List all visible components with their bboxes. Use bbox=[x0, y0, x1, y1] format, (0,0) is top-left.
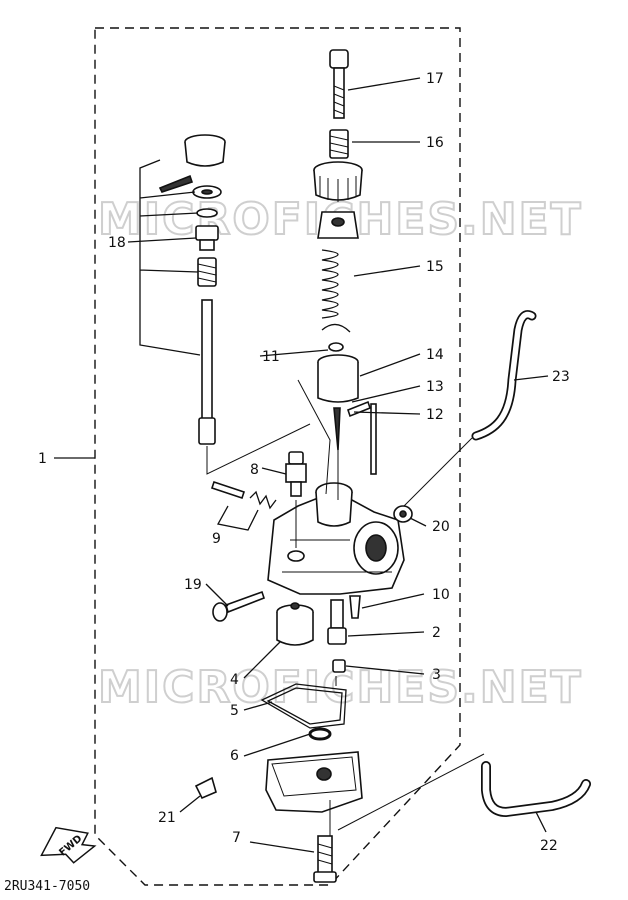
bracket-18 bbox=[139, 159, 201, 356]
part-cap bbox=[317, 211, 359, 239]
part-19-screw bbox=[212, 590, 265, 622]
part-6-oring bbox=[308, 727, 332, 741]
part-21-drain bbox=[194, 776, 217, 800]
part-11-clip bbox=[321, 323, 351, 352]
callout-21: 21 bbox=[158, 810, 176, 826]
part-spring-left bbox=[197, 257, 217, 287]
part-10-jet bbox=[349, 595, 361, 619]
callout-14: 14 bbox=[426, 347, 444, 363]
part-3-mainjet bbox=[332, 659, 346, 673]
part-7-screw bbox=[313, 835, 337, 883]
part-9-airscrew bbox=[210, 480, 277, 510]
callout-1: 1 bbox=[38, 451, 47, 467]
part-13-needle bbox=[333, 407, 341, 451]
part-starter-plunger bbox=[198, 299, 216, 445]
callout-17: 17 bbox=[426, 71, 444, 87]
part-float-bowl bbox=[265, 751, 363, 813]
part-cap-left bbox=[184, 134, 226, 167]
part-8-jet bbox=[285, 451, 307, 497]
part-20-plug bbox=[393, 505, 413, 523]
part-15-spring bbox=[321, 249, 339, 319]
callout-labels: 1 2 3 4 5 6 7 8 9 10 11 12 13 14 15 16 1… bbox=[38, 71, 570, 854]
carburetor-body bbox=[267, 482, 405, 595]
callout-19: 19 bbox=[184, 577, 202, 593]
part-4-float bbox=[276, 602, 314, 646]
callout-8: 8 bbox=[250, 462, 259, 478]
part-22-pipe bbox=[481, 761, 591, 818]
callout-18: 18 bbox=[108, 235, 126, 251]
part-5-gasket bbox=[260, 683, 347, 729]
callout-10: 10 bbox=[432, 587, 450, 603]
part-2-holder bbox=[327, 599, 347, 645]
callout-7: 7 bbox=[232, 830, 241, 846]
callout-leaders bbox=[54, 77, 549, 853]
fwd-arrow: FWD bbox=[40, 826, 97, 864]
part-stud bbox=[370, 403, 377, 475]
leader-pipe bbox=[337, 753, 485, 831]
callout-9: 9 bbox=[212, 531, 221, 547]
callout-23: 23 bbox=[552, 369, 570, 385]
callout-13: 13 bbox=[426, 379, 444, 395]
callout-6: 6 bbox=[230, 748, 239, 764]
callout-22: 22 bbox=[540, 838, 558, 854]
part-14-throttle-valve bbox=[317, 354, 359, 403]
part-cap-nut bbox=[313, 161, 363, 202]
callout-3: 3 bbox=[432, 667, 441, 683]
leader-misc bbox=[206, 379, 339, 836]
drawing-code: 2RU341-7050 bbox=[4, 879, 90, 894]
callout-20: 20 bbox=[432, 519, 450, 535]
part-12-clip bbox=[347, 400, 371, 418]
callout-5: 5 bbox=[230, 703, 239, 719]
callout-16: 16 bbox=[426, 135, 444, 151]
callout-12: 12 bbox=[426, 407, 444, 423]
callout-11: 11 bbox=[262, 349, 280, 365]
part-16-spring bbox=[329, 129, 349, 159]
bracket-9 bbox=[216, 505, 259, 531]
part-18-nut bbox=[195, 225, 219, 251]
leader-hose-23 bbox=[403, 437, 473, 507]
part-23-hose bbox=[471, 310, 537, 441]
part-pin-left bbox=[158, 174, 194, 193]
callout-4: 4 bbox=[230, 672, 239, 688]
callout-15: 15 bbox=[426, 259, 444, 275]
assembly-frame bbox=[94, 27, 461, 886]
callout-2: 2 bbox=[432, 625, 441, 641]
part-17-screw bbox=[329, 49, 349, 119]
